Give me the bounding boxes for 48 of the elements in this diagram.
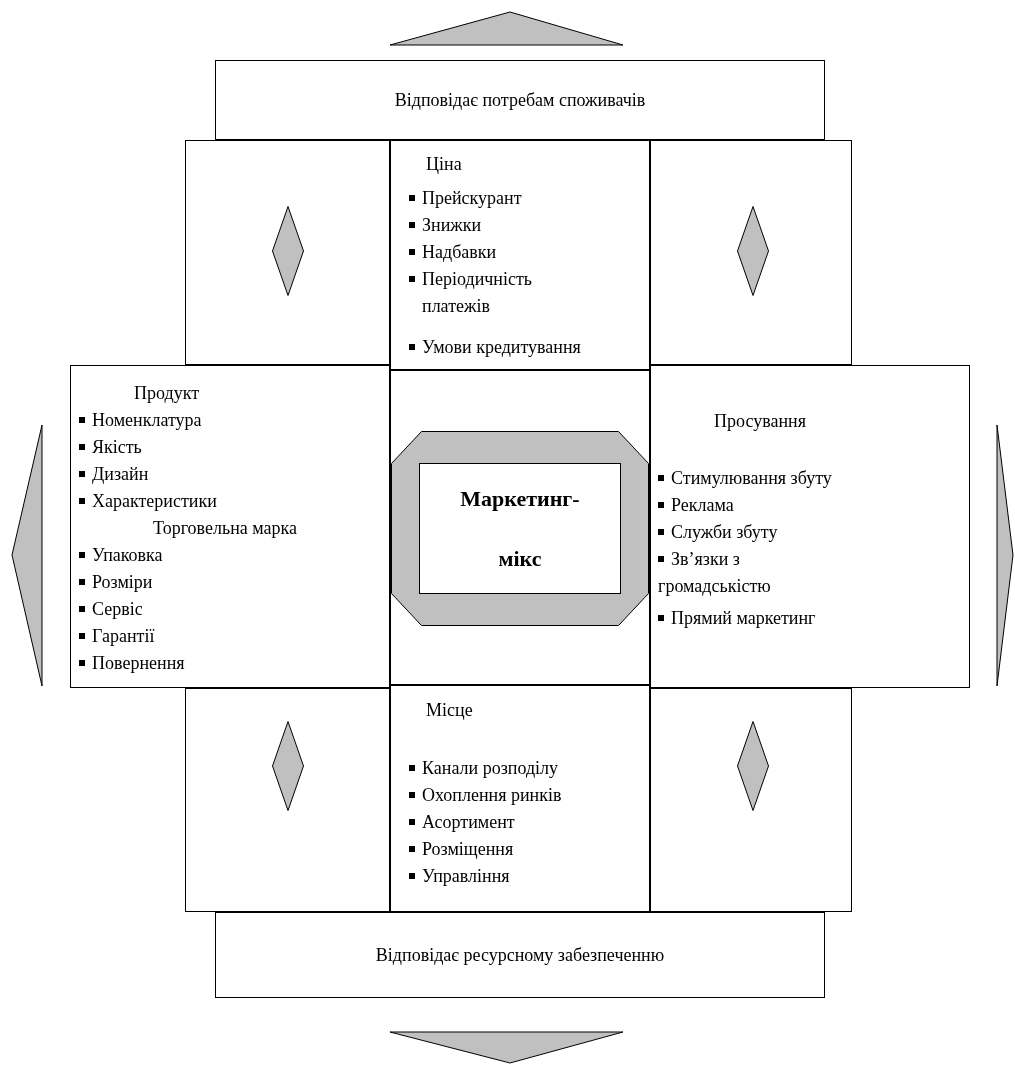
band-label: Відповідає потребам споживачів xyxy=(394,89,646,111)
center-box xyxy=(419,463,621,594)
list-item: Упаковка xyxy=(79,542,163,569)
list-item: Номенклатура xyxy=(79,407,202,434)
list-item: Стимулювання збуту xyxy=(658,465,832,492)
category-heading: Місце xyxy=(426,699,473,722)
category-box xyxy=(390,140,650,370)
list-item: Прямий маркетинг xyxy=(658,605,816,632)
category-box xyxy=(390,685,650,912)
empty-box xyxy=(650,688,852,912)
diamond-shape xyxy=(737,721,769,811)
list-item: Періодичність платежів xyxy=(409,266,572,320)
list-item: Сервіс xyxy=(79,596,143,623)
list-item: Умови кредитування xyxy=(409,334,581,361)
list-item: Розміщення xyxy=(409,836,514,863)
list-item: Канали розподілу xyxy=(409,755,559,782)
empty-box xyxy=(185,688,390,912)
list-item: Якість xyxy=(79,434,142,461)
list-item: Повернення xyxy=(79,650,185,677)
list-item: Характеристики xyxy=(79,488,217,515)
band-box xyxy=(215,912,825,998)
diamond-shape xyxy=(272,206,304,296)
category-heading: Ціна xyxy=(426,153,462,176)
band-label: Відповідає ресурсному забезпеченню xyxy=(375,944,665,966)
list-item: Дизайн xyxy=(79,461,149,488)
list-item: Розміри xyxy=(79,569,153,596)
list-item: Управління xyxy=(409,863,510,890)
list-item: Охоплення ринків xyxy=(409,782,562,809)
diamond-shape xyxy=(737,206,769,296)
list-item: Надбавки xyxy=(409,239,497,266)
band-box xyxy=(215,60,825,140)
list-item: Зв’язки з громадськістю xyxy=(658,546,818,600)
category-box xyxy=(70,365,390,688)
list-item: Служби збуту xyxy=(658,519,778,546)
octagon-shape xyxy=(391,431,649,626)
list-item: Торговельна марка xyxy=(153,517,297,540)
list-item: Реклама xyxy=(658,492,734,519)
list-item: Асортимент xyxy=(409,809,515,836)
empty-box xyxy=(185,140,390,365)
list-item: Гарантії xyxy=(79,623,155,650)
category-box xyxy=(650,365,970,688)
list-item: Знижки xyxy=(409,212,482,239)
category-heading: Продукт xyxy=(134,382,199,405)
center-label: Маркетинг-мікс xyxy=(459,484,581,573)
diamond-shape xyxy=(272,721,304,811)
list-item: Прейскурант xyxy=(409,185,522,212)
empty-box xyxy=(650,140,852,365)
category-heading: Просування xyxy=(714,410,806,433)
